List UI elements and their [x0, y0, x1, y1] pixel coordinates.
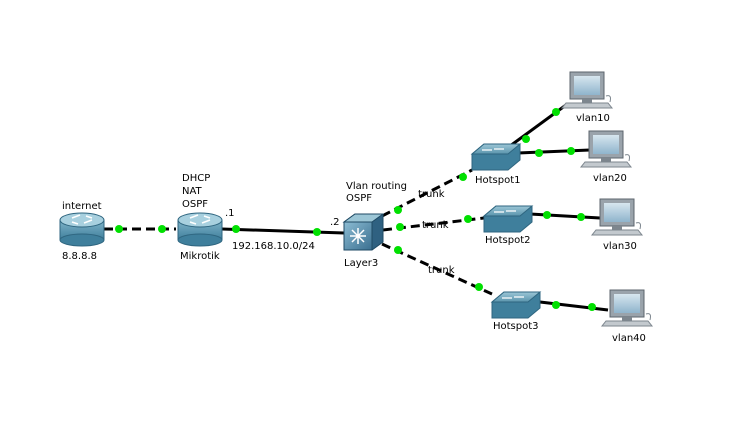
switch-hotspot2[interactable] — [482, 205, 534, 233]
link-light — [552, 108, 560, 116]
link-light — [464, 215, 472, 223]
link-hotspot3-vlan40[interactable] — [539, 300, 609, 312]
multilayer-switch-icon — [342, 213, 385, 251]
pc-vlan20[interactable] — [579, 130, 633, 168]
link-light — [232, 225, 240, 233]
device-label-vlan10: vlan10 — [576, 113, 610, 124]
interface-label-mikrotik: .1 — [225, 208, 235, 219]
device-label-hotspot3: Hotspot3 — [493, 321, 539, 332]
device-label-hotspot1: Hotspot1 — [475, 175, 521, 186]
pc-vlan30[interactable] — [590, 198, 644, 236]
link-light — [577, 213, 585, 221]
pc-vlan40[interactable] — [600, 289, 654, 327]
mikrotik-service-nat: NAT — [182, 186, 203, 197]
link-hotspot1-vlan20[interactable] — [517, 148, 591, 155]
router-icon — [177, 212, 223, 247]
multilayer-switch-layer3[interactable] — [342, 213, 385, 251]
link-light — [158, 225, 166, 233]
device-ip-internet: 8.8.8.8 — [62, 251, 97, 262]
pc-icon — [560, 71, 614, 109]
layer3-service-vlan-routing: Vlan routing — [346, 181, 407, 192]
link-light — [394, 246, 402, 254]
device-label-internet: internet — [62, 201, 102, 212]
link-light — [459, 173, 467, 181]
link-light — [394, 206, 402, 214]
link-light — [535, 149, 543, 157]
labels: internet 8.8.8.8 DHCP NAT OSPF Mikrotik … — [62, 113, 646, 344]
link-light — [552, 301, 560, 309]
link-light — [543, 211, 551, 219]
layer3-service-ospf: OSPF — [346, 193, 372, 204]
device-label-hotspot2: Hotspot2 — [485, 235, 531, 246]
pc-icon — [579, 130, 633, 168]
link-hotspot2-vlan30[interactable] — [529, 212, 601, 220]
switch-icon — [482, 205, 534, 233]
pc-icon — [590, 198, 644, 236]
link-light — [115, 225, 123, 233]
link-light — [567, 147, 575, 155]
device-label-mikrotik: Mikrotik — [180, 251, 220, 262]
device-label-vlan40: vlan40 — [612, 333, 646, 344]
link-mikrotik-layer3[interactable] — [221, 227, 345, 235]
trunk-label-2: trunk — [422, 220, 449, 231]
device-label-layer3: Layer3 — [344, 258, 378, 269]
link-light — [475, 283, 483, 291]
pc-icon — [600, 289, 654, 327]
router-icon — [59, 212, 105, 247]
link-light — [522, 135, 530, 143]
network-label: 192.168.10.0/24 — [232, 241, 315, 252]
mikrotik-service-dhcp: DHCP — [182, 173, 210, 184]
mikrotik-service-ospf: OSPF — [182, 199, 208, 210]
trunk-label-1: trunk — [418, 189, 445, 200]
router-internet[interactable] — [59, 212, 105, 247]
link-light — [313, 228, 321, 236]
device-label-vlan20: vlan20 — [593, 173, 627, 184]
link-lights — [115, 108, 596, 311]
switch-hotspot1[interactable] — [470, 143, 522, 171]
router-mikrotik[interactable] — [177, 212, 223, 247]
link-light — [396, 223, 404, 231]
interface-label-layer3: .2 — [330, 217, 340, 228]
switch-hotspot3[interactable] — [490, 291, 542, 319]
link-light — [588, 303, 596, 311]
pc-vlan10[interactable] — [560, 71, 614, 109]
switch-icon — [490, 291, 542, 319]
device-label-vlan30: vlan30 — [603, 241, 637, 252]
trunk-label-3: trunk — [428, 265, 455, 276]
switch-icon — [470, 143, 522, 171]
